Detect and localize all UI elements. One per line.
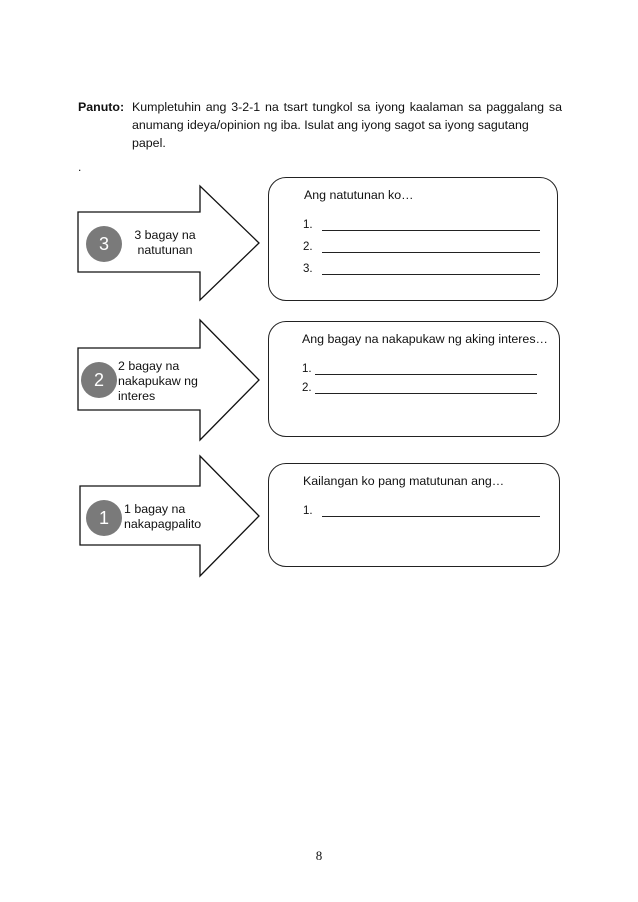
arrow-label-3-line-2: natutunan <box>137 243 193 257</box>
answer-box-1-title: Kailangan ko pang matutunan ang… <box>303 474 505 488</box>
answer-3-item-2-line[interactable] <box>322 252 540 253</box>
answer-3-item-3-number: 3. <box>303 263 313 275</box>
answer-box-3 <box>268 177 558 301</box>
arrow-label-3: 3 bagay na natutunan <box>134 228 196 258</box>
instructions-line-2: anumang ideya/opinion ng iba. Isulat ang… <box>132 118 529 150</box>
stray-mark: . <box>78 160 82 174</box>
answer-box-2 <box>268 321 560 437</box>
answer-2-item-1-line[interactable] <box>315 374 537 375</box>
instructions-line-1: Kumpletuhin ang 3-2-1 na tsart tungkol s… <box>132 100 562 114</box>
arrow-label-1-line-1: 1 bagay na <box>124 502 186 516</box>
arrow-label-2-line-2: nakapukaw ng <box>118 374 198 388</box>
number-badge-2: 2 <box>81 362 117 398</box>
answer-3-item-1-line[interactable] <box>322 230 540 231</box>
instructions-label: Panuto: <box>78 100 125 114</box>
answer-3-item-3-line[interactable] <box>322 274 540 275</box>
arrow-label-2-line-1: 2 bagay na <box>118 359 180 373</box>
arrow-label-3-line-1: 3 bagay na <box>134 228 196 242</box>
arrow-label-2: 2 bagay na nakapukaw ng interes <box>118 359 198 404</box>
answer-box-3-title: Ang natutunan ko… <box>304 188 414 202</box>
page-number: 8 <box>315 848 323 863</box>
answer-box-1 <box>268 463 560 567</box>
answer-3-item-2-number: 2. <box>303 241 313 253</box>
arrow-label-1-line-2: nakapagpalito <box>124 517 202 531</box>
number-badge-1: 1 <box>86 500 122 536</box>
answer-2-item-2-number: 2. <box>302 382 312 394</box>
answer-1-item-1-line[interactable] <box>322 516 540 517</box>
arrow-label-2-line-3: interes <box>118 389 156 403</box>
arrow-label-1: 1 bagay na nakapagpalito <box>124 502 201 532</box>
answer-1-item-1-number: 1. <box>303 505 313 517</box>
answer-3-item-1-number: 1. <box>303 219 313 231</box>
answer-box-2-title: Ang bagay na nakapukaw ng aking interes… <box>302 332 548 346</box>
answer-2-item-1-number: 1. <box>302 363 312 375</box>
number-badge-3: 3 <box>86 226 122 262</box>
answer-2-item-2-line[interactable] <box>315 393 537 394</box>
